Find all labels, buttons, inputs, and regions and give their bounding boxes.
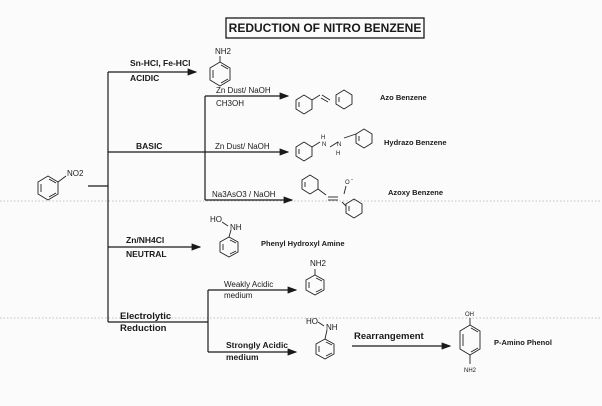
hydrazo-reagent: Zn Dust/ NaOH — [215, 142, 270, 151]
azoxy-reagent: Na3AsO3 / NaOH — [212, 190, 276, 199]
neutral-reagent: Zn/NH4Cl — [126, 235, 164, 245]
hydrazo-n-2: N — [337, 142, 341, 148]
phenyl-hydroxyl-amine-label: Phenyl Hydroxyl Amine — [261, 239, 345, 248]
phenylhydroxylamine-electrolytic-structure — [315, 321, 335, 360]
azo-reagent-2: CH3OH — [216, 99, 244, 108]
electrolytic-label-2: Reduction — [120, 323, 167, 334]
nitrobenzene-structure — [37, 175, 67, 201]
aniline-electrolytic-structure — [305, 269, 325, 296]
strong-acid-label-1: Strongly Acidic — [226, 340, 288, 350]
strong-nh-label: NH — [326, 323, 338, 332]
rearrangement-label: Rearrangement — [354, 331, 425, 342]
pha-nh-label: NH — [230, 223, 242, 232]
hydrazo-benzene-label: Hydrazo Benzene — [384, 138, 447, 147]
aniline-structure — [209, 56, 231, 87]
hydrazo-h-top: H — [321, 135, 325, 141]
nitro-group-label: NO2 — [67, 169, 84, 178]
azoxy-benzene-label: Azoxy Benzene — [388, 188, 443, 197]
title-box — [225, 17, 425, 39]
acidic-label: ACIDIC — [130, 73, 159, 83]
hydrazobenzene-structure — [295, 128, 373, 162]
hydrazo-h-bottom: H — [336, 151, 340, 157]
weak-acid-label-2: medium — [224, 291, 253, 300]
electrolytic-label-1: Electrolytic — [120, 311, 171, 322]
p-amino-phenol-label: P-Amino Phenol — [494, 338, 552, 347]
hydroxyl-group-label: OH — [465, 312, 474, 318]
azoxy-charge: - — [351, 177, 353, 183]
strong-acid-label-2: medium — [226, 352, 259, 362]
diagram-title: REDUCTION OF NITRO BENZENE — [229, 21, 422, 35]
azoxy-oxygen: O — [345, 180, 350, 186]
strong-ho-label: HO — [306, 317, 318, 326]
amino-group-label: NH2 — [464, 368, 477, 374]
amine-group-label: NH2 — [215, 47, 232, 56]
azobenzene-structure — [295, 89, 353, 115]
azo-benzene-label: Azo Benzene — [380, 93, 427, 102]
phenylhydroxylamine-structure — [219, 221, 239, 258]
azo-reagent: Zn Dust/ NaOH — [216, 86, 271, 95]
basic-label: BASIC — [136, 141, 162, 151]
pha-ho-label: HO — [210, 215, 222, 224]
hydrazo-n-1: N — [322, 142, 326, 148]
neutral-label: NEUTRAL — [126, 249, 167, 259]
p-aminophenol-structure — [459, 318, 481, 364]
weak-acid-label-1: Weakly Acidic — [224, 280, 273, 289]
acidic-reagent: Sn-HCl, Fe-HCl — [130, 58, 190, 68]
azoxybenzene-structure — [301, 174, 363, 219]
weak-amine-label: NH2 — [310, 259, 327, 268]
